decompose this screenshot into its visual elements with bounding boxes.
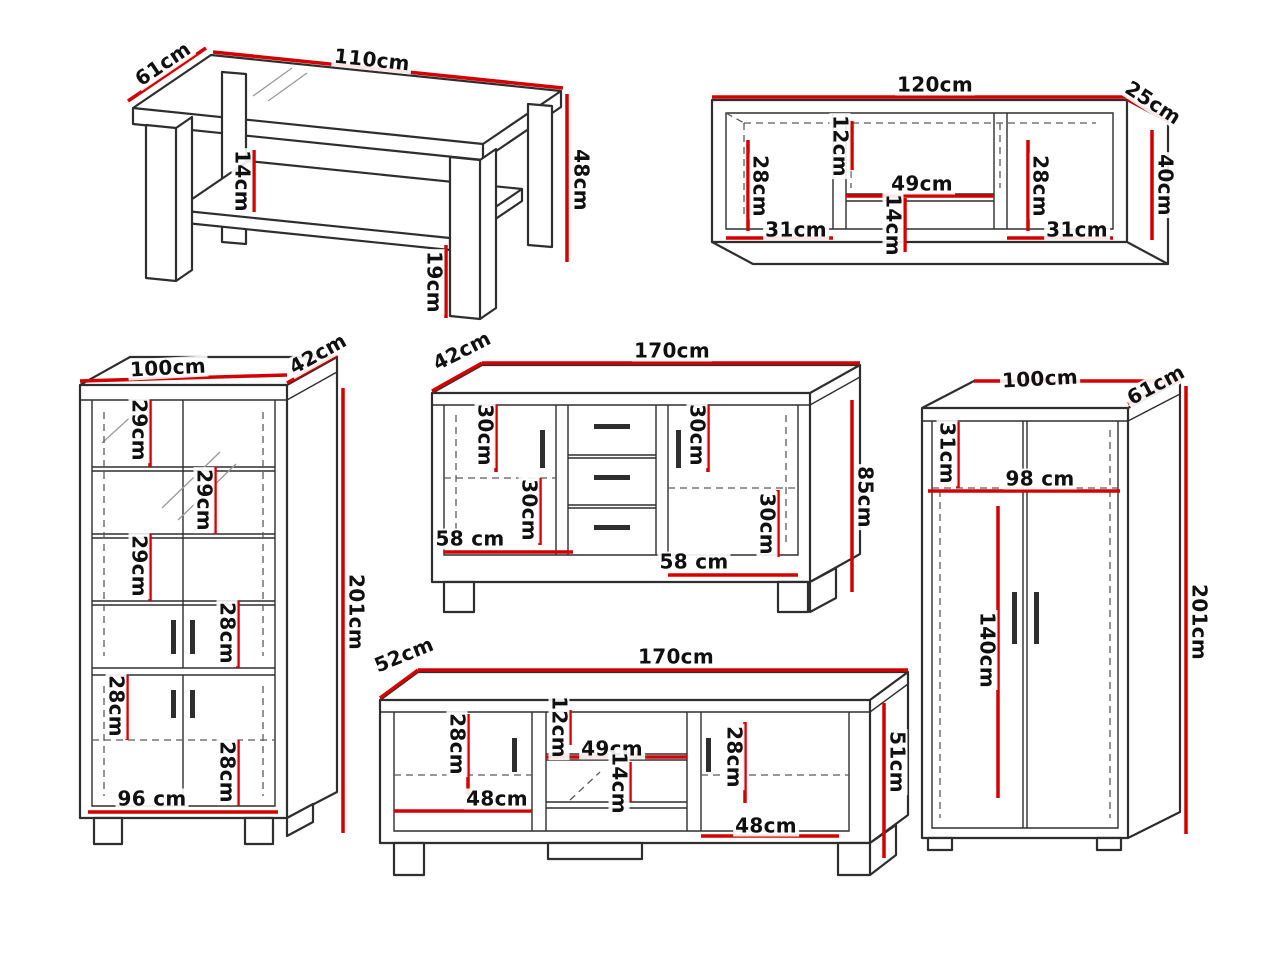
- wardrobe-hidden-lines: [932, 430, 1118, 818]
- glass-door-handle-right: [190, 620, 195, 654]
- lower-door-handle-left: [171, 690, 176, 718]
- sideboard-left-door-handle: [540, 430, 545, 468]
- sideboard-feet: [442, 566, 838, 614]
- drawer-handle-2: [594, 475, 630, 480]
- cabinet-structure-lines: [80, 371, 338, 807]
- sideboard-hidden-lines: [444, 415, 798, 545]
- wardrobe-feet: [926, 836, 1123, 852]
- sideboard-structure-lines: [432, 376, 861, 556]
- wall-shelf-unit-drawing: [710, 95, 1170, 266]
- tv-stand-feet: [392, 823, 898, 877]
- coffee-table-front-legs: [144, 115, 498, 321]
- drawer-handle-1: [594, 424, 630, 429]
- sideboard-carcass: [430, 363, 862, 584]
- wardrobe-drawing: [920, 375, 1188, 852]
- sideboard-drawing: [430, 361, 862, 614]
- glass-door-handle-left: [171, 620, 176, 654]
- coffee-table-surface-lines: [252, 67, 308, 102]
- wardrobe-door-handle-left: [1012, 592, 1017, 644]
- tv-stand-left-door-handle: [512, 738, 517, 772]
- wall-unit-hidden-lines: [725, 112, 1096, 219]
- wardrobe-carcass: [920, 379, 1182, 840]
- cabinet-feet: [92, 802, 315, 846]
- cabinet-carcass: [78, 355, 339, 820]
- lower-door-handle-right: [190, 690, 195, 718]
- coffee-table-drawing: [127, 46, 569, 321]
- display-cabinet-drawing: [78, 353, 345, 846]
- sideboard-right-door-handle: [676, 430, 681, 468]
- tv-stand-drawing: [378, 668, 910, 877]
- cabinet-hidden-lines: [92, 412, 275, 796]
- tv-stand-right-door-handle: [706, 738, 711, 772]
- coffee-table-top: [131, 53, 563, 162]
- drawer-handle-3: [594, 525, 630, 530]
- wardrobe-door-handle-right: [1034, 592, 1039, 644]
